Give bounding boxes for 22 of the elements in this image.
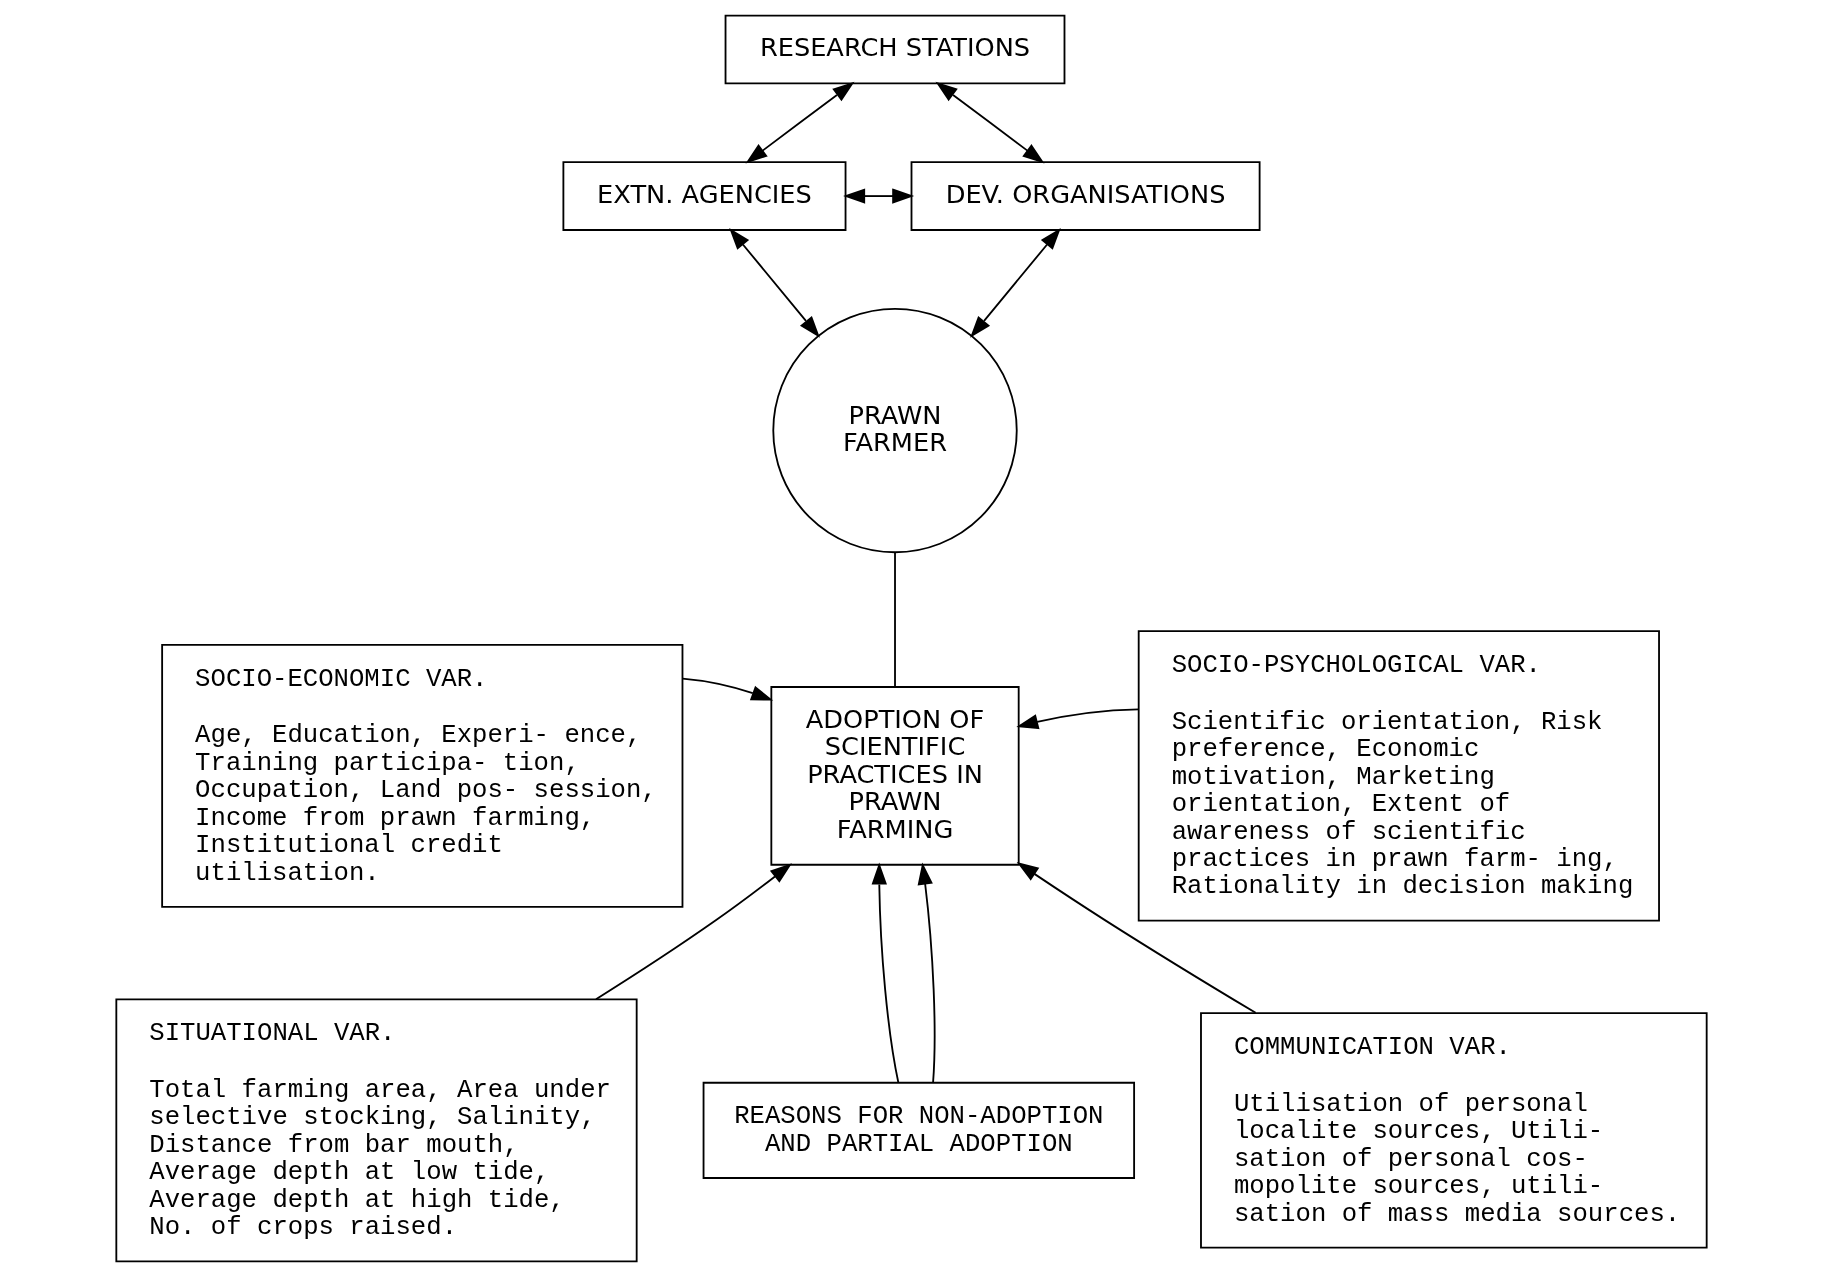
node-box: COMMUNICATION VAR. Utilisation of personal localite sources, Utili- sation of personal cos- mopolite sources, utili- sation of mass media sources. xyxy=(1199,1012,1708,1249)
node-box: SOCIO-ECONOMIC VAR. Age, Education, Experi- ence, Training participa- tion, Occupation, Land pos- session, Income from prawn farming, Institutional credit utilisation. xyxy=(160,643,683,908)
arrow xyxy=(871,862,899,1084)
arrow xyxy=(745,81,854,164)
node-box: SITUATIONAL VAR. Total farming area, Area under selective stocking, Salinity, Distance from bar mouth, Average depth at low tide, Average depth at high tide, No. of crops raised. xyxy=(114,998,638,1263)
arrow xyxy=(842,188,914,204)
connector xyxy=(893,551,896,688)
arrow xyxy=(1015,708,1139,730)
arrow xyxy=(935,81,1044,164)
node-box: RESEARCH STATIONS xyxy=(724,14,1065,85)
arrow xyxy=(1016,862,1257,1014)
node-box: ADOPTION OF SCIENTIFIC PRACTICES IN PRAWN FARMING xyxy=(769,686,1020,866)
node-box: EXTN. AGENCIES xyxy=(561,161,846,231)
node-box: REASONS FOR NON-ADOPTION AND PARTIAL ADOPTION xyxy=(702,1081,1135,1179)
arrow xyxy=(917,862,936,1084)
node-circle: PRAWN FARMER xyxy=(771,307,1018,554)
arrow xyxy=(681,677,773,701)
node-box: DEV. ORGANISATIONS xyxy=(910,161,1261,231)
arrow xyxy=(728,227,820,338)
node-box: SOCIO-PSYCHOLOGICAL VAR. Scientific orientation, Risk preference, Economic motivation, Marketing orientation, Extent of awareness of scientific practices in prawn farm- ing, Rationality in decision making xyxy=(1137,630,1660,922)
arrow xyxy=(969,227,1061,338)
arrow xyxy=(594,863,792,1001)
